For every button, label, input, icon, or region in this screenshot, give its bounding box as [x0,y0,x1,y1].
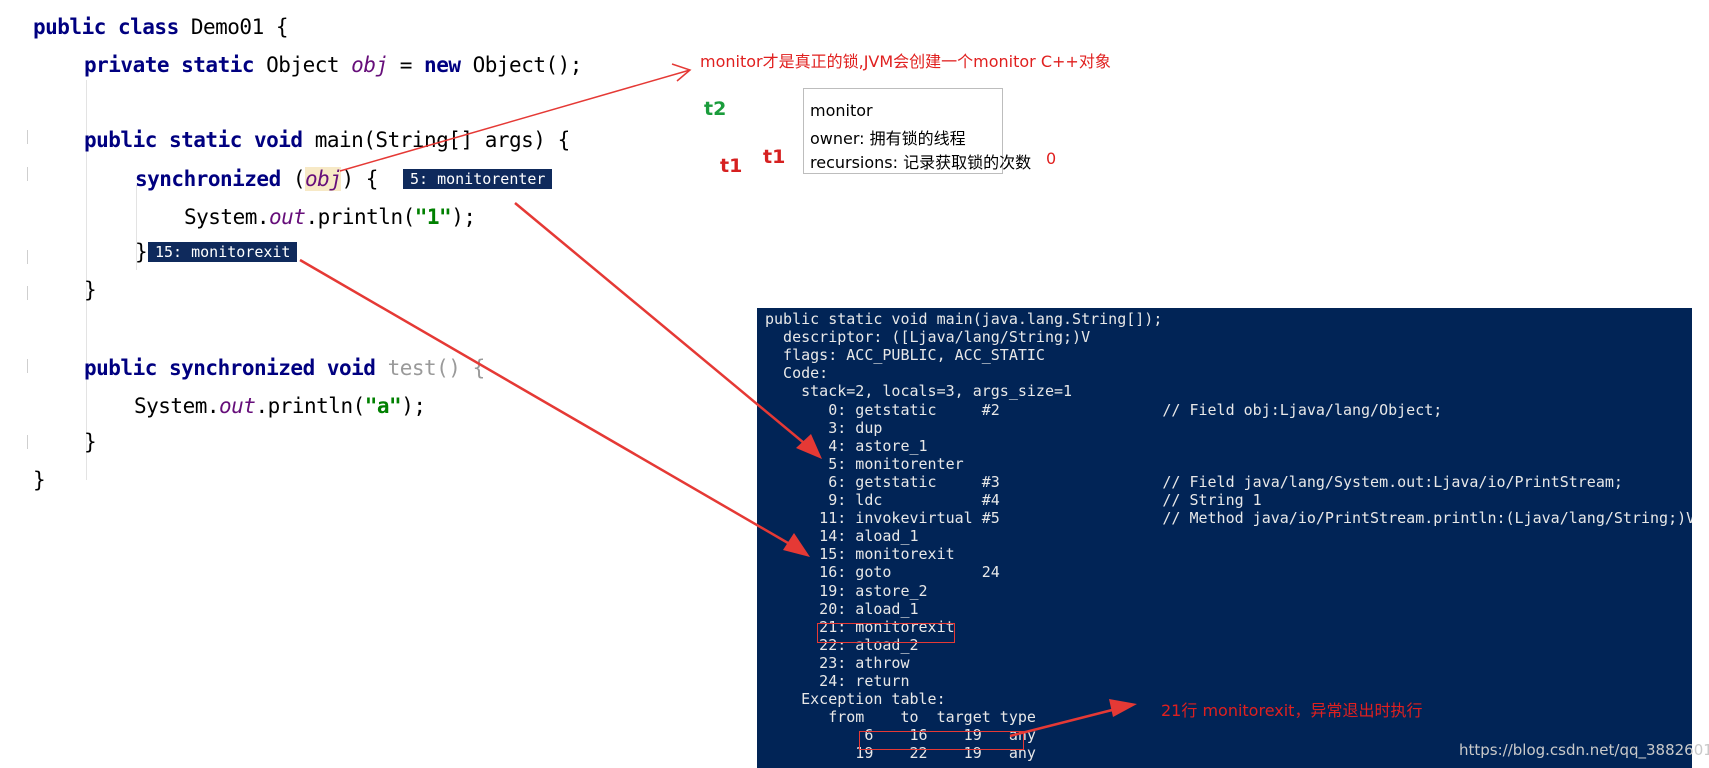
keyword: synchronized [135,167,281,191]
bytecode-line: 11: invokevirtual #5 // Method java/io/P… [765,509,1692,528]
code-text: System. [184,205,270,229]
bytecode-line: 23: athrow [765,653,910,672]
code-text: ( [280,167,306,191]
bytecode-panel: public static void main(java.lang.String… [757,308,1692,768]
arrow-exception-note [1009,706,1121,738]
watermark: https://blog.csdn.net/qq_38826019 [1459,741,1709,759]
bytecode-line: 16: goto 24 [765,563,1000,582]
keyword: private static [84,53,255,77]
keyword: public static void [84,128,303,152]
bytecode-line: 22: aload_2 [765,635,919,654]
code-editor: public class Demo01 { private static Obj… [0,0,740,520]
bytecode-line: 14: aload_1 [765,527,919,546]
code-text: = [387,53,425,77]
monitor-owner: owner: 拥有锁的线程 [810,129,966,148]
owner-t1-label: t1 [763,146,786,168]
code-text: .println( [305,205,415,229]
bytecode-line: descriptor: ([Ljava/lang/String;)V [765,328,1091,347]
bytecode-line: 9: ldc #4 // String 1 [765,491,1262,509]
code-text: Object [254,53,352,77]
arrowhead [1109,699,1137,717]
code-line-println-1: System.out.println("1"); [184,205,476,229]
keyword: new [424,53,461,77]
bytecode-line: 24: return [765,672,910,690]
bytecode-line: 5: monitorenter [765,454,964,473]
gutter-fold-mark [27,435,34,449]
code-line-class-decl: public class Demo01 { [33,15,289,39]
keyword: public class [33,15,179,39]
arrowhead [671,63,692,82]
highlight-box-monitorexit-21 [817,623,955,643]
field-name-highlighted: obj [305,167,342,191]
bytecode-line: 3: dup [765,418,883,437]
bytecode-line: 4: astore_1 [765,436,928,455]
code-text: Demo01 { [178,15,289,39]
bytecode-line: from to target type [765,708,1036,727]
code-text: System. [134,394,220,418]
bytecode-line: 0: getstatic #2 // Field obj:Ljava/lang/… [765,400,1443,419]
code-text: .println( [255,394,365,418]
arrow-monitorenter [514,202,811,449]
bytecode-line: 6: getstatic #3 // Field java/lang/Syste… [765,472,1623,491]
string-literal: "a" [364,394,402,418]
code-line-close-main: } [84,278,97,302]
keyword: public synchronized void [84,356,376,380]
bytecode-line: 15: monitorexit [765,545,955,564]
monitor-box: monitor owner: 拥有锁的线程 recursions: 记录获取锁的… [803,88,1031,174]
bytecode-line: 19: astore_2 [765,581,928,600]
monitor-title: monitor [810,101,873,120]
bytecode-line: public static void main(java.lang.String… [765,310,1163,328]
highlight-box-exception-row [859,731,1024,750]
field-name: out [269,205,306,229]
bytecode-line: Code: [765,364,829,383]
code-text: Object(); [460,53,583,77]
code-line-println-a: System.out.println("a"); [134,394,426,418]
gutter-fold-mark [27,130,34,144]
code-text: ); [451,205,476,229]
method-name-unused: test [375,356,437,380]
gutter-fold-mark [27,167,34,181]
field-name: out [219,394,256,418]
recursions-value: 0 [1046,149,1057,168]
gutter-fold-mark [27,359,34,373]
code-line-synchronized: synchronized (obj) { [135,167,378,191]
gutter-fold-mark [27,250,34,264]
indent-guide [86,80,87,480]
arrow-monitorexit [299,258,801,552]
arrowhead [796,434,822,459]
bytecode-line: Exception table: [765,690,946,709]
code-text: ) { [341,167,378,191]
string-literal: "1" [414,205,452,229]
arrowhead [783,533,810,557]
field-name: obj [351,53,388,77]
thread-t2-label: t2 [704,98,727,120]
thread-t1-label: t1 [720,155,743,177]
code-line-close-test: } [84,430,97,454]
code-line-close-sync: } [135,240,148,264]
monitor-note: monitor才是真正的锁,JVM会创建一个monitor C++对象 [700,52,1111,71]
code-line-field-decl: private static Object obj = new Object()… [84,53,582,77]
code-line-close-class: } [33,468,46,492]
bytecode-line: 20: aload_1 [765,599,919,618]
monitorenter-tag: 5: monitorenter [403,169,553,189]
bytecode-line: stack=2, locals=3, args_size=1 [765,382,1073,401]
bytecode-line: flags: ACC_PUBLIC, ACC_STATIC [765,346,1045,365]
exception-note: 21行 monitorexit，异常退出时执行 [1161,701,1423,720]
code-text: ); [401,394,426,418]
bytecode-line: 6 16 19 any [765,726,1036,745]
arrow-obj-to-monitor-note [339,69,691,172]
indent-guide [136,185,137,270]
gutter-fold-mark [27,286,34,300]
bytecode-line: 21: monitorexit [765,617,955,636]
code-line-test-decl: public synchronized void test() { [84,356,485,380]
monitorexit-tag: 15: monitorexit [148,242,298,262]
monitor-recursions: recursions: 记录获取锁的次数 [810,153,1032,172]
